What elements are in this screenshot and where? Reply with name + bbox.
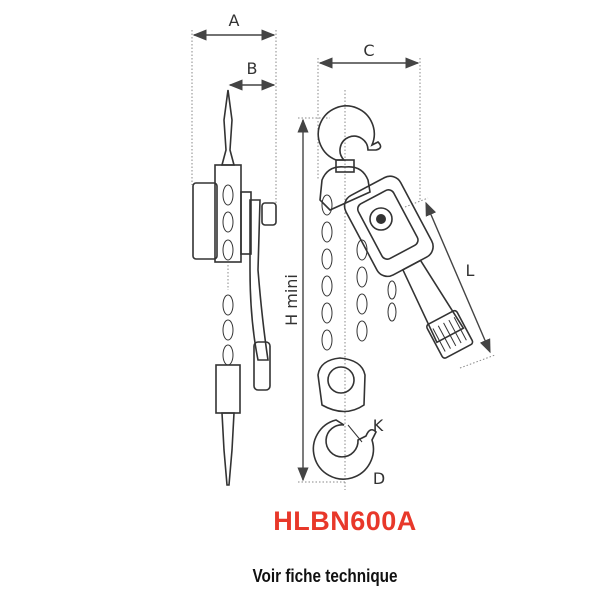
dimension-b-label: B bbox=[247, 59, 258, 78]
dimension-l: L bbox=[404, 197, 496, 369]
dimension-c-label: C bbox=[363, 41, 374, 60]
hoist-side-view bbox=[192, 89, 277, 486]
dimension-l-label: L bbox=[466, 261, 475, 280]
product-model-title: HLBN600A bbox=[273, 506, 417, 536]
dimension-h-label: H mini bbox=[282, 274, 301, 326]
dimension-a-label: A bbox=[229, 11, 240, 30]
hoist-front-view bbox=[312, 90, 474, 490]
dimension-a: A bbox=[191, 11, 277, 205]
dimension-k-label: K bbox=[373, 416, 384, 435]
dimension-d-label: D bbox=[373, 469, 385, 488]
dimension-h-mini: H mini bbox=[282, 117, 345, 483]
datasheet-link[interactable]: Voir fiche technique bbox=[252, 566, 398, 586]
dimension-c: C bbox=[317, 41, 421, 200]
dimension-b: B bbox=[228, 59, 276, 91]
